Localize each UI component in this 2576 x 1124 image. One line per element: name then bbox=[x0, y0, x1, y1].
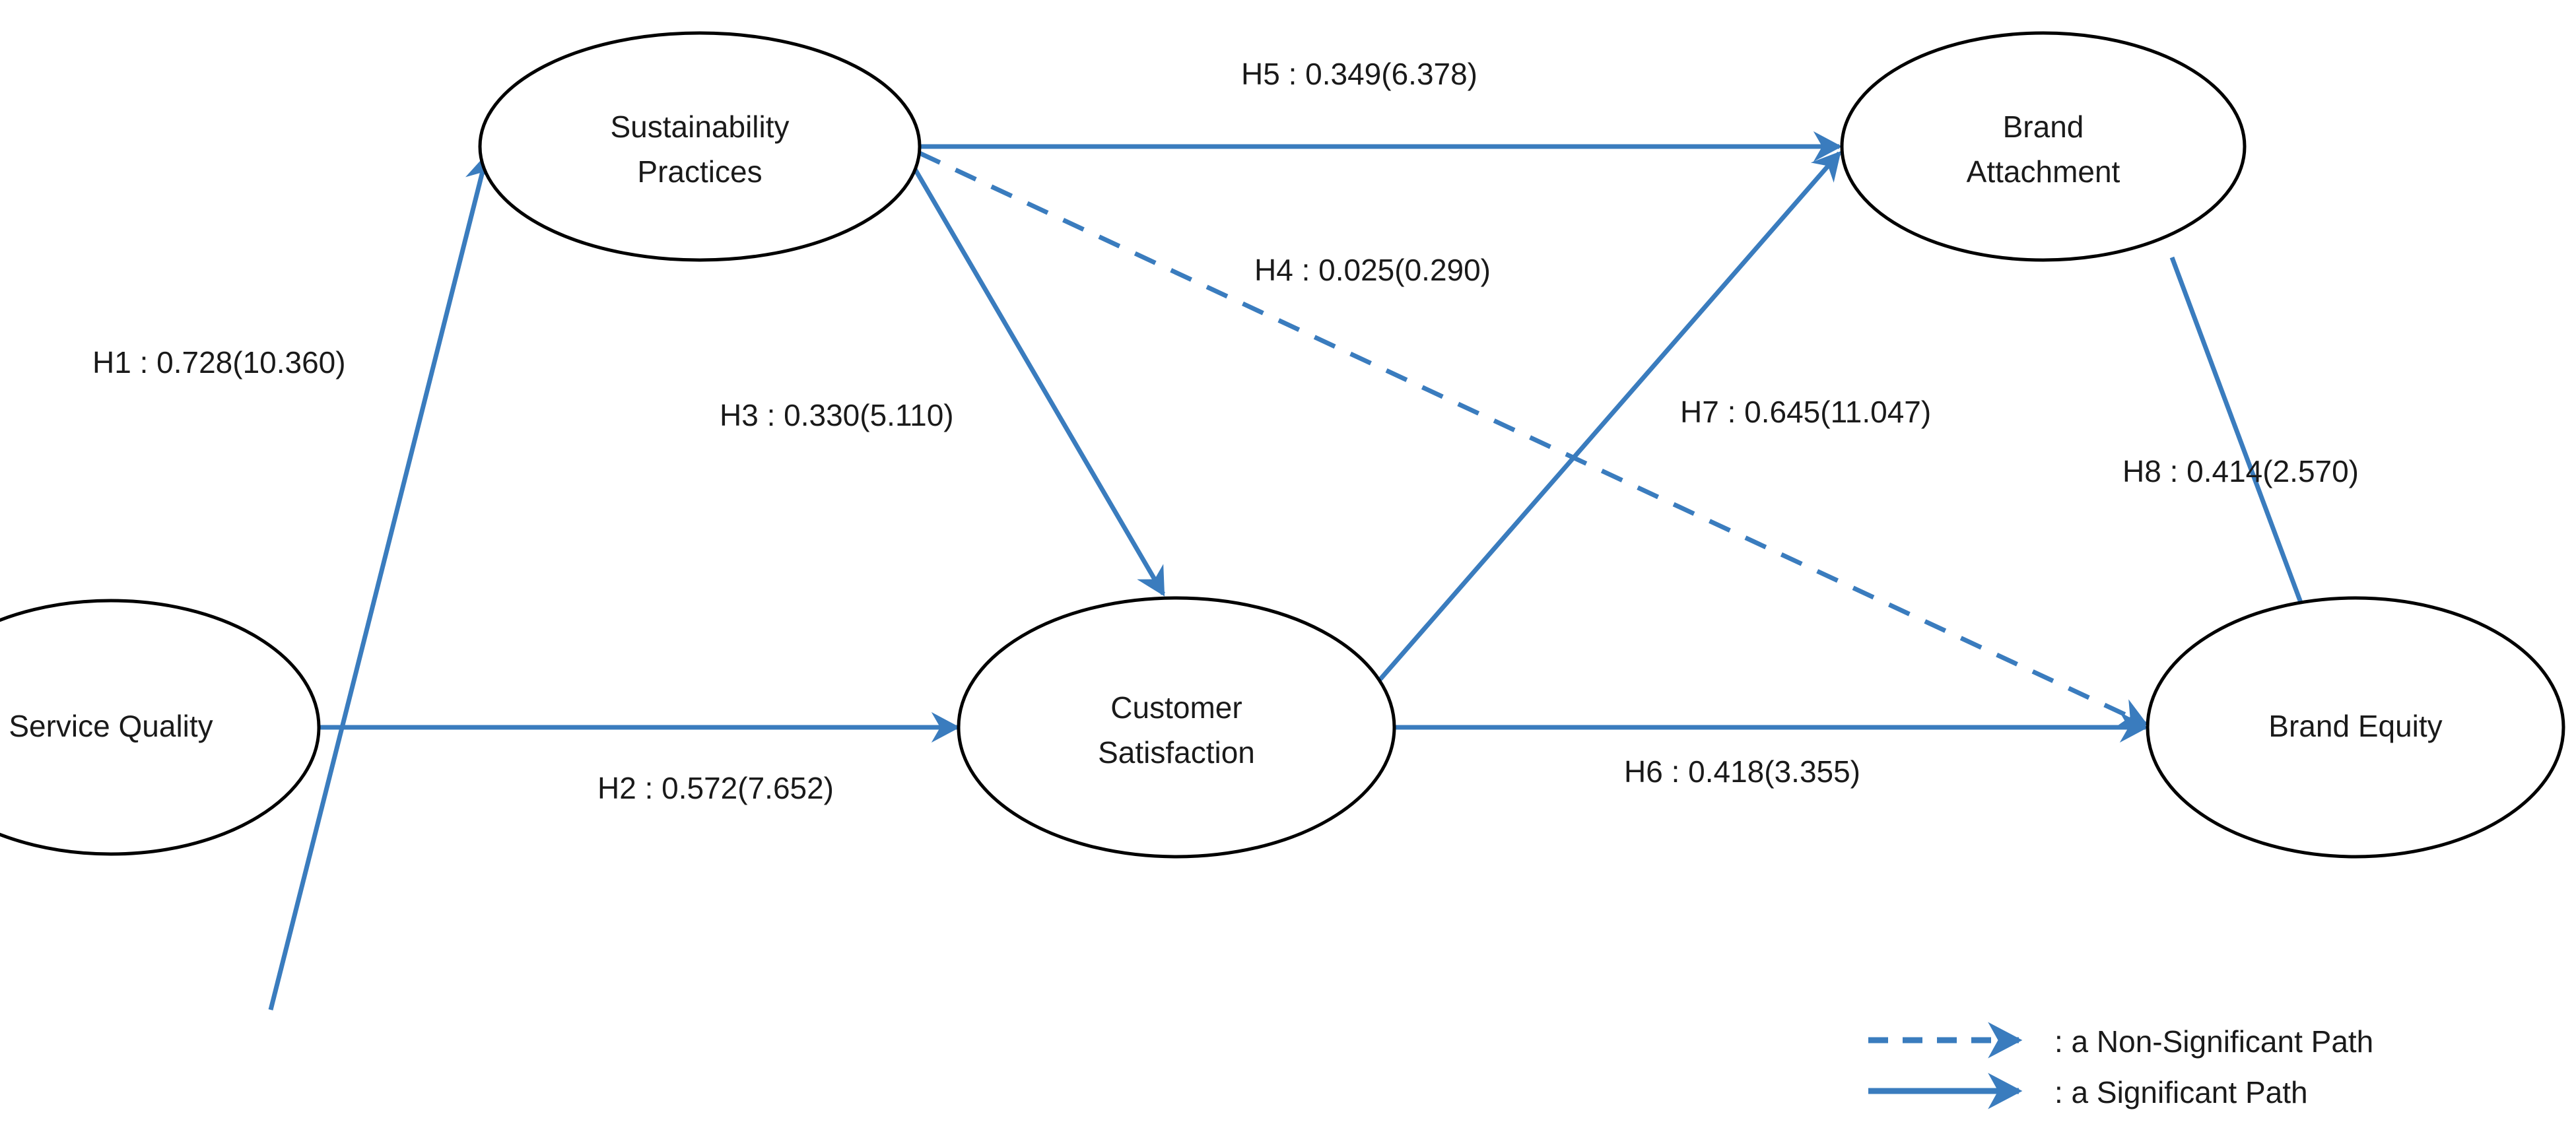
node-label-brand-attachment-line2: Attachment bbox=[1967, 154, 2120, 189]
legend-label-non-significant: : a Non-Significant Path bbox=[2054, 1024, 2373, 1059]
legend-item-non-significant: : a Non-Significant Path bbox=[1868, 1022, 2373, 1059]
node-label-sustainability-practices-line2: Practices bbox=[637, 154, 762, 189]
node-customer-satisfaction[interactable]: Customer Satisfaction bbox=[957, 596, 1396, 859]
node-ellipse-service-quality bbox=[0, 599, 321, 856]
node-label-service-quality-line1: Service Quality bbox=[9, 709, 213, 743]
node-ellipse-customer-satisfaction bbox=[957, 596, 1396, 859]
node-sustainability-practices[interactable]: Sustainability Practices bbox=[478, 31, 922, 262]
node-label-sustainability-practices-line1: Sustainability bbox=[610, 110, 789, 144]
node-label-customer-satisfaction-line1: Customer bbox=[1110, 690, 1242, 725]
legend-label-significant: : a Significant Path bbox=[2054, 1075, 2308, 1109]
node-label-brand-equity-line1: Brand Equity bbox=[2268, 709, 2442, 743]
path-label-h1: H1 : 0.728(10.360) bbox=[92, 345, 346, 380]
path-label-h6: H6 : 0.418(3.355) bbox=[1624, 754, 1860, 789]
node-ellipse-brand-attachment bbox=[1840, 31, 2247, 262]
path-label-h7: H7 : 0.645(11.047) bbox=[1680, 395, 1931, 429]
node-service-quality[interactable]: Service Quality bbox=[0, 599, 321, 856]
path-label-h8: H8 : 0.414(2.570) bbox=[2122, 454, 2359, 488]
path-label-h5: H5 : 0.349(6.378) bbox=[1241, 57, 1477, 91]
path-label-h2: H2 : 0.572(7.652) bbox=[597, 771, 834, 805]
node-brand-equity[interactable]: Brand Equity bbox=[2146, 596, 2565, 859]
node-ellipse-brand-equity bbox=[2146, 596, 2565, 859]
node-label-brand-attachment-line1: Brand bbox=[2003, 110, 2084, 144]
node-ellipse-sustainability-practices bbox=[478, 31, 922, 262]
node-brand-attachment[interactable]: Brand Attachment bbox=[1840, 31, 2247, 262]
legend-item-significant: : a Significant Path bbox=[1868, 1073, 2308, 1109]
path-line-h7 bbox=[1378, 150, 1841, 682]
path-line-h3 bbox=[908, 161, 1166, 597]
node-label-customer-satisfaction-line2: Satisfaction bbox=[1098, 735, 1255, 770]
path-label-h4: H4 : 0.025(0.290) bbox=[1254, 253, 1491, 287]
path-line-h4 bbox=[918, 150, 2148, 727]
legend: : a Non-Significant Path : a Significant… bbox=[1868, 1022, 2373, 1109]
path-label-h3: H3 : 0.330(5.110) bbox=[720, 398, 954, 432]
path-line-h1 bbox=[268, 152, 495, 1010]
